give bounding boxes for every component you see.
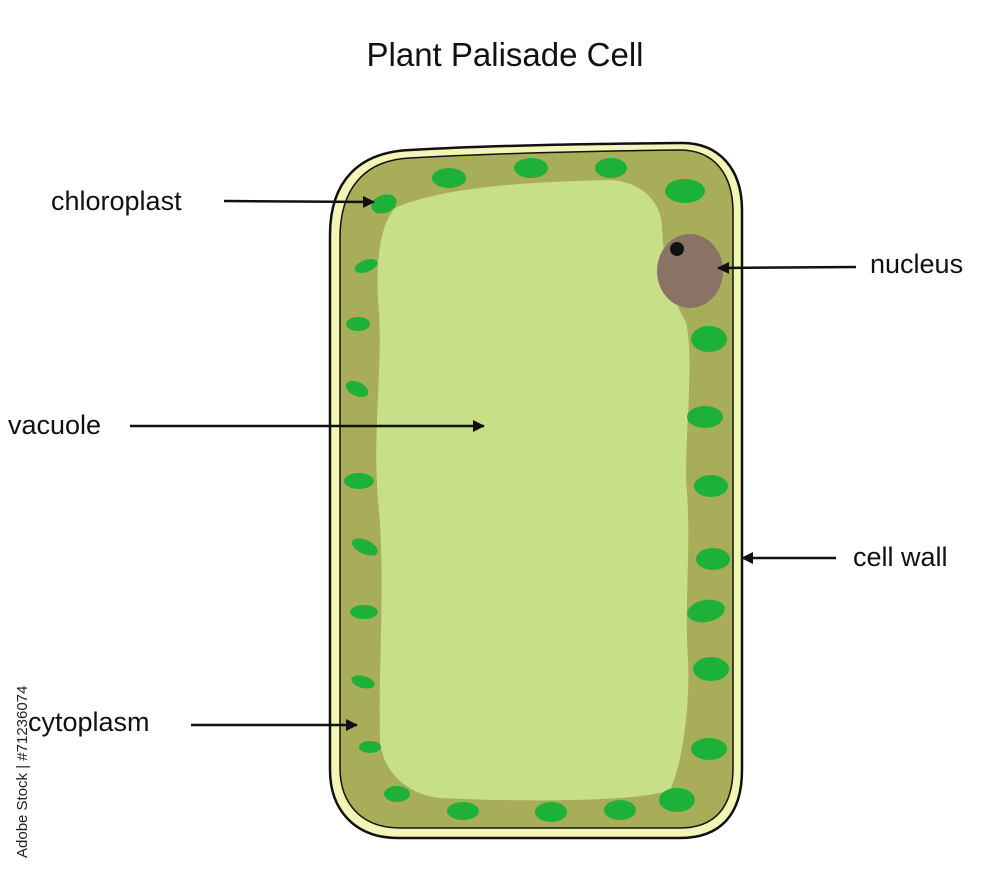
chloroplast <box>595 158 627 178</box>
chloroplasts <box>344 158 730 822</box>
label-nucleus: nucleus <box>870 249 963 279</box>
chloroplast <box>346 317 370 331</box>
label-chloroplast: chloroplast <box>51 186 182 216</box>
chloroplast <box>351 675 375 689</box>
chloroplast <box>687 406 723 428</box>
label-cell-wall: cell wall <box>853 542 948 572</box>
vacuole <box>376 180 690 801</box>
chloroplast <box>687 599 725 623</box>
diagram-title: Plant Palisade Cell <box>367 36 644 73</box>
chloroplast <box>350 605 378 619</box>
arrow-nucleus <box>717 261 857 274</box>
chloroplast <box>693 657 729 681</box>
chloroplast <box>371 194 397 214</box>
arrow-chloroplast <box>223 195 375 208</box>
label-vacuole: vacuole <box>8 410 101 440</box>
stock-credit: Adobe Stock | #71236074 <box>14 686 31 858</box>
chloroplast <box>359 741 381 753</box>
chloroplast <box>694 475 728 497</box>
chloroplast <box>691 738 727 760</box>
chloroplast <box>535 802 567 822</box>
chloroplast <box>447 802 479 820</box>
chloroplast <box>344 473 374 489</box>
chloroplast <box>659 788 695 812</box>
chloroplast <box>384 786 410 802</box>
chloroplast <box>354 259 378 273</box>
chloroplast <box>604 800 636 820</box>
nucleus <box>657 234 723 308</box>
chloroplast <box>691 326 727 352</box>
chloroplast <box>345 380 369 398</box>
chloroplast <box>665 179 705 203</box>
chloroplast <box>514 158 548 178</box>
chloroplast <box>351 538 379 556</box>
chloroplast <box>696 548 730 570</box>
label-cytoplasm: cytoplasm <box>28 707 150 737</box>
chloroplast <box>432 168 466 188</box>
nucleolus <box>670 242 684 256</box>
